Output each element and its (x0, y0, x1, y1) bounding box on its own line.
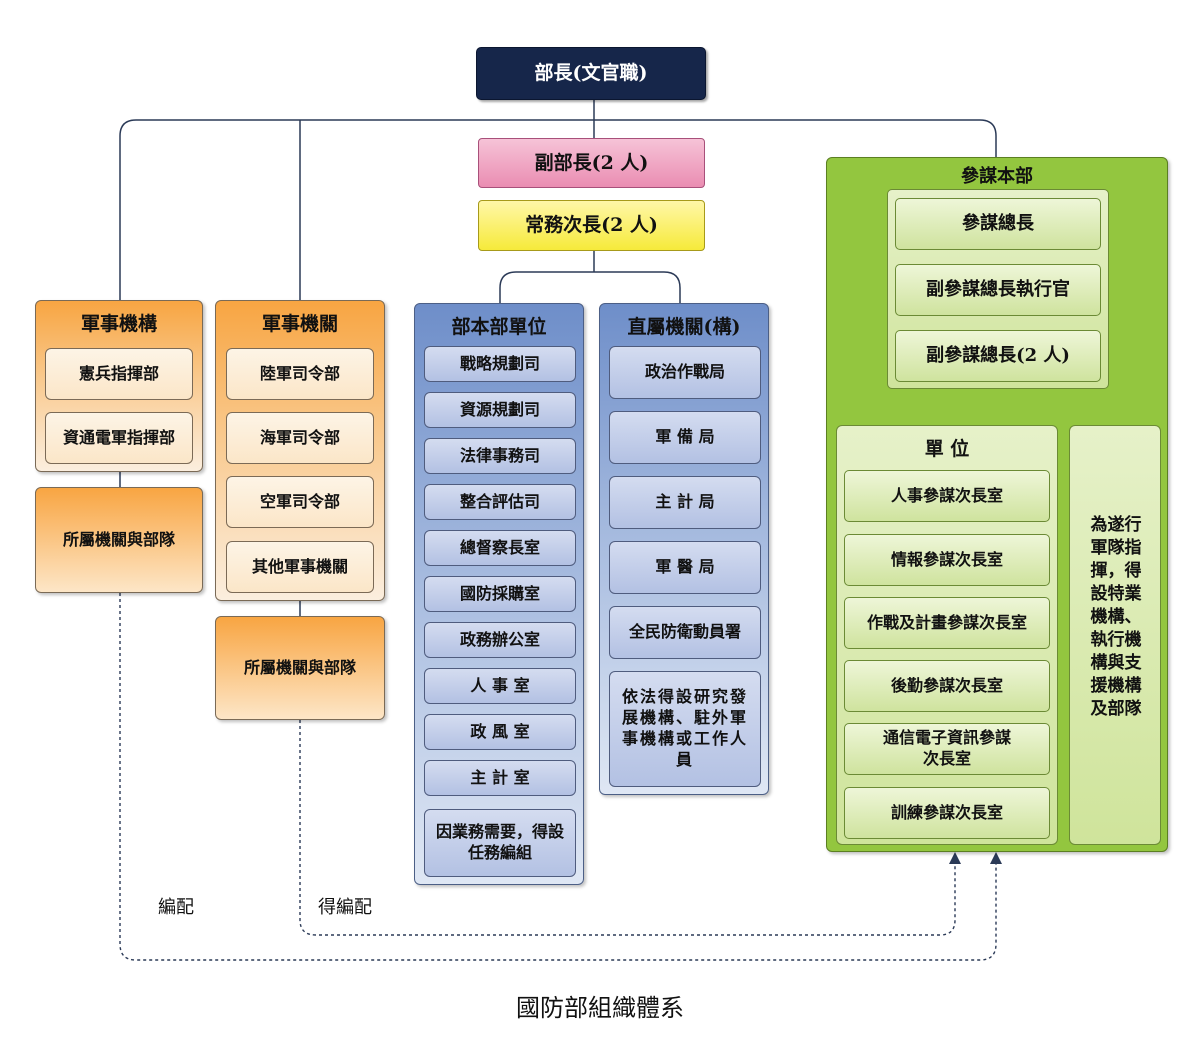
general-staff-group: 參謀本部 參謀總長 副參謀總長執行官 副參謀總長(2 人) 單 位 人事參謀次長… (826, 157, 1168, 852)
military-agencies-subordinate: 所屬機關與部隊 (215, 616, 385, 720)
vice-minister-box: 常務次長(2 人) (478, 200, 705, 251)
arrow-head-may-assign (949, 852, 961, 864)
direct-agencies-title: 直屬機關(構) (627, 316, 741, 338)
general-staff-leader: 副參謀總長(2 人) (895, 330, 1101, 382)
direct-agency-item: 主 計 局 (609, 476, 761, 529)
military-agency-item: 其他軍事機關 (226, 541, 374, 593)
ministry-unit-item: 資源規劃司 (424, 392, 576, 428)
dashed-assigned-line (119, 593, 997, 961)
military-institutions-group: 軍事機構 憲兵指揮部 資通電軍指揮部 (35, 300, 203, 472)
arrow-head-assigned (990, 852, 1002, 864)
military-agencies-title: 軍事機關 (261, 313, 338, 335)
ministry-unit-item: 國防採購室 (424, 576, 576, 612)
direct-agency-item: 依法得設研究發展機構、駐外軍事機構或工作人員 (609, 671, 761, 787)
general-staff-leader: 副參謀總長執行官 (895, 264, 1101, 316)
ministry-unit-item: 政務辦公室 (424, 622, 576, 658)
general-staff-support-text: 為遂行軍隊指揮，得設特業機構、執行機構與支援機構及部隊 (1090, 515, 1142, 719)
minister-box: 部長(文官職) (476, 47, 706, 100)
direct-agency-item: 軍 醫 局 (609, 541, 761, 594)
military-agency-item: 海軍司令部 (226, 412, 374, 464)
general-staff-title: 參謀本部 (961, 166, 1033, 187)
connector-vice-bus (499, 271, 681, 303)
ministry-unit-item: 法律事務司 (424, 438, 576, 474)
military-institutions-subordinate: 所屬機關與部隊 (35, 487, 203, 593)
direct-agency-item: 軍 備 局 (609, 411, 761, 464)
diagram-caption: 國防部組織體系 (516, 994, 684, 1022)
dashed-may-assign-line (299, 720, 956, 936)
ministry-unit-item: 政 風 室 (424, 714, 576, 750)
ministry-unit-item: 因業務需要，得設任務編組 (424, 809, 576, 877)
general-staff-unit: 通信電子資訊參謀次長室 (844, 723, 1050, 775)
direct-agencies-group: 直屬機關(構) 政治作戰局 軍 備 局 主 計 局 軍 醫 局 全民防衛動員署 … (599, 303, 769, 795)
military-institution-item: 憲兵指揮部 (45, 348, 193, 400)
ministry-unit-item: 主 計 室 (424, 760, 576, 796)
assigned-label: 編配 (158, 897, 194, 918)
military-agencies-group: 軍事機關 陸軍司令部 海軍司令部 空軍司令部 其他軍事機關 (215, 300, 385, 601)
military-agency-item: 陸軍司令部 (226, 348, 374, 400)
general-staff-leaders-panel: 參謀總長 副參謀總長執行官 副參謀總長(2 人) (887, 189, 1109, 389)
general-staff-support-panel: 為遂行軍隊指揮，得設特業機構、執行機構與支援機構及部隊 (1069, 425, 1161, 845)
general-staff-units-title: 單 位 (924, 438, 970, 460)
ministry-units-title: 部本部單位 (451, 316, 547, 338)
ministry-unit-item: 人 事 室 (424, 668, 576, 704)
connector-main-bus (119, 119, 997, 300)
may-assign-label: 得編配 (318, 897, 372, 918)
general-staff-unit: 情報參謀次長室 (844, 534, 1050, 586)
ministry-unit-item: 戰略規劃司 (424, 346, 576, 382)
general-staff-unit: 人事參謀次長室 (844, 470, 1050, 522)
ministry-unit-item: 總督察長室 (424, 530, 576, 566)
general-staff-unit: 後勤參謀次長室 (844, 660, 1050, 712)
direct-agency-item: 政治作戰局 (609, 346, 761, 399)
military-agency-item: 空軍司令部 (226, 476, 374, 528)
general-staff-units-panel: 單 位 人事參謀次長室 情報參謀次長室 作戰及計畫參謀次長室 後勤參謀次長室 通… (836, 425, 1058, 845)
direct-agency-item: 全民防衛動員署 (609, 606, 761, 659)
general-staff-unit: 訓練參謀次長室 (844, 787, 1050, 839)
military-institution-item: 資通電軍指揮部 (45, 412, 193, 464)
ministry-unit-item: 整合評估司 (424, 484, 576, 520)
general-staff-unit: 作戰及計畫參謀次長室 (844, 597, 1050, 649)
ministry-units-group: 部本部單位 戰略規劃司 資源規劃司 法律事務司 整合評估司 總督察長室 國防採購… (414, 303, 584, 885)
deputy-minister-box: 副部長(2 人) (478, 138, 705, 188)
general-staff-leader: 參謀總長 (895, 198, 1101, 250)
military-institutions-title: 軍事機構 (80, 313, 157, 335)
